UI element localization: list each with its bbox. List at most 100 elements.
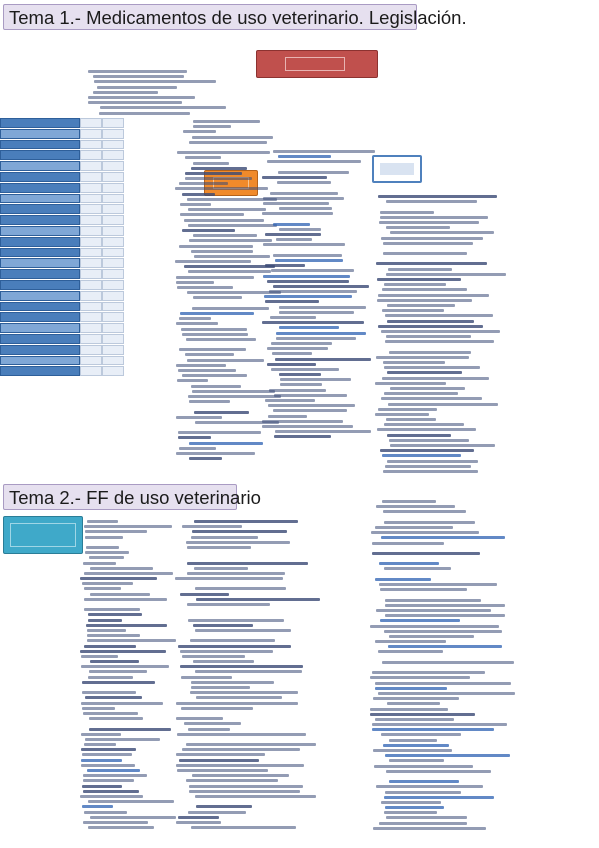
outline-text-line [377, 428, 476, 432]
outline-text-line [381, 733, 461, 737]
outline-text-line [279, 305, 366, 309]
outline-text-line [176, 452, 255, 455]
outline-text-line [187, 561, 308, 565]
outline-text-line [378, 324, 483, 328]
outline-text-line [189, 239, 272, 243]
outline-text-line [176, 322, 218, 326]
outline-text-line [88, 826, 154, 830]
outline-text-line [276, 331, 366, 335]
outline-text-line [84, 608, 140, 612]
outline-text-line [191, 680, 274, 684]
summary-table-row [80, 269, 102, 279]
summary-table-row [80, 236, 102, 247]
outline-text-line [376, 785, 483, 789]
summary-table-row [80, 355, 102, 366]
outline-text-line [184, 265, 275, 269]
outline-text-line [379, 821, 467, 825]
outline-text-line [384, 629, 502, 633]
outline-text-line [375, 577, 431, 581]
outline-text-line [372, 541, 444, 545]
outline-text-line [176, 415, 222, 419]
outline-text-line [186, 540, 290, 544]
outline-text-line [279, 326, 339, 330]
outline-text-line [177, 769, 268, 772]
outline-text-line [373, 826, 486, 830]
outline-text-line [180, 738, 266, 741]
outline-text-line [193, 660, 254, 664]
outline-text-line [192, 774, 289, 778]
outline-text-line [87, 541, 127, 544]
outline-text-line [373, 749, 452, 752]
outline-text-line [85, 686, 133, 689]
outline-text-line [382, 376, 489, 380]
summary-table-row [0, 269, 80, 279]
outline-text-line [278, 170, 349, 174]
outline-text-line [383, 241, 473, 245]
outline-text-line [386, 769, 491, 773]
outline-text-line [180, 649, 273, 653]
outline-text-line [87, 639, 176, 643]
outline-text-line [194, 410, 249, 414]
tema-1-outline-left [86, 70, 226, 117]
outline-text-line [381, 800, 441, 804]
outline-text-line [377, 278, 461, 281]
outline-text-line [389, 634, 474, 638]
outline-text-line [187, 197, 277, 201]
outline-text-line [192, 530, 287, 534]
outline-text-line [390, 386, 465, 390]
outline-text-line [196, 597, 320, 601]
outline-text-line [383, 743, 449, 747]
outline-text-line [273, 253, 342, 257]
outline-text-line [384, 811, 437, 815]
outline-text-line [88, 613, 142, 617]
outline-text-line [93, 75, 184, 79]
outline-text-line [385, 806, 444, 810]
outline-text-line [381, 236, 483, 240]
outline-text-line [187, 603, 270, 606]
summary-table-row [0, 236, 80, 247]
outline-text-line [176, 763, 304, 767]
outline-text-line [178, 815, 219, 819]
outline-text-line [379, 562, 439, 566]
outline-text-line [389, 350, 471, 354]
outline-text-line [370, 707, 448, 711]
summary-table-row [102, 171, 124, 182]
outline-text-line [83, 711, 138, 715]
outline-text-line [83, 779, 134, 783]
outline-text-line [382, 309, 444, 313]
outline-text-line [267, 279, 349, 283]
outline-text-line [182, 748, 300, 752]
outline-text-line [265, 264, 305, 268]
outline-text-line [386, 335, 471, 339]
outline-text-line [194, 520, 298, 523]
outline-text-line [384, 423, 464, 427]
summary-table-row [0, 118, 80, 128]
outline-text-line [370, 676, 470, 680]
outline-text-line [82, 722, 137, 725]
outline-text-line [87, 628, 126, 632]
tema-2-outline-right [370, 500, 515, 837]
outline-text-line [89, 670, 147, 674]
outline-text-line [81, 732, 121, 736]
summary-table-row [80, 323, 102, 333]
outline-text-line [373, 697, 459, 701]
outline-text-line [84, 525, 172, 529]
outline-text-line [187, 291, 281, 295]
summary-table-row [0, 312, 80, 323]
outline-text-line [277, 181, 331, 185]
summary-table-row [102, 225, 124, 236]
outline-text-line [270, 316, 316, 319]
outline-text-line [88, 70, 187, 73]
outline-text-line [192, 135, 273, 139]
outline-text-line [99, 111, 190, 115]
outline-text-line [179, 446, 216, 450]
outline-text-line [389, 516, 495, 519]
outline-text-line [389, 205, 448, 208]
summary-table-row [80, 171, 102, 182]
outline-text-line [381, 536, 505, 540]
outline-text-line [387, 319, 474, 323]
outline-text-line [93, 90, 158, 94]
outline-text-line [185, 156, 221, 160]
summary-table-column [102, 118, 124, 377]
outline-text-line [185, 171, 242, 175]
